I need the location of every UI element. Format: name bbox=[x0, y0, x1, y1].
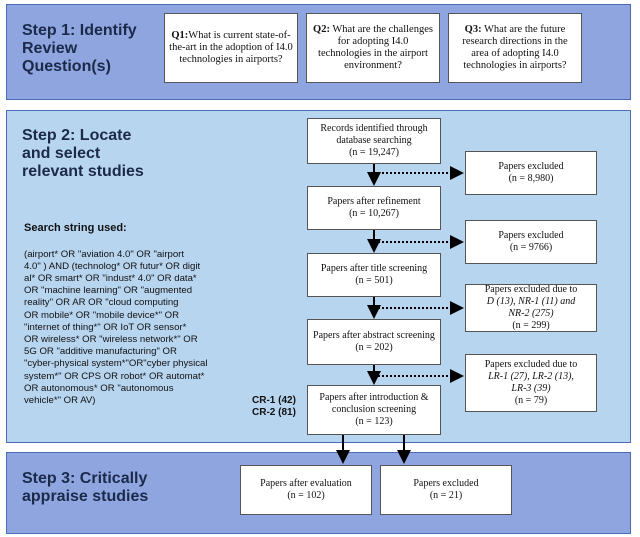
question-3-box: Q3: What are the future research directi… bbox=[448, 13, 582, 83]
question-1-text: What is current state-of-the-art in the … bbox=[169, 30, 293, 65]
excluded-2-n: (n = 9766) bbox=[509, 242, 553, 253]
question-1-label: Q1: bbox=[171, 30, 189, 41]
question-2-text: What are the challenges for adopting I4.… bbox=[318, 24, 433, 71]
flow-title-text: Papers after title screening bbox=[320, 263, 428, 274]
flow-intro-n: (n = 123) bbox=[355, 416, 393, 427]
excluded-4-detail2: LR-3 (39) bbox=[511, 383, 551, 394]
question-2-label: Q2: bbox=[313, 24, 330, 35]
search-string-block: Search string used: (airport* OR "aviati… bbox=[24, 210, 266, 419]
cr-1-label: CR-1 (42) bbox=[252, 395, 296, 406]
step3-evaluation-text: Papers after evaluation bbox=[260, 478, 352, 489]
step3-excluded-box: Papers excluded (n = 21) bbox=[380, 465, 512, 515]
cr-2-label: CR-2 (81) bbox=[252, 407, 296, 418]
excluded-3-detail2: NR-2 (275) bbox=[508, 308, 554, 319]
excluded-4-text: Papers excluded due to bbox=[484, 359, 578, 370]
flow-intro-text: Papers after introduction & conclusion s… bbox=[319, 392, 429, 415]
step3-evaluation-n: (n = 102) bbox=[287, 490, 325, 501]
excluded-3-n: (n = 299) bbox=[512, 320, 550, 331]
step2-title: Step 2: Locate and select relevant studi… bbox=[22, 127, 144, 180]
flow-records-text: Records identified through database sear… bbox=[320, 123, 428, 146]
excluded-box-1: Papers excluded (n = 8,980) bbox=[465, 151, 597, 195]
flow-abstract-n: (n = 202) bbox=[355, 342, 393, 353]
step1-title: Step 1: Identify Review Question(s) bbox=[22, 22, 137, 75]
step3-excluded-text: Papers excluded bbox=[413, 478, 479, 489]
excluded-2-text: Papers excluded bbox=[498, 230, 564, 241]
question-3-text: What are the future research directions … bbox=[462, 24, 568, 71]
flow-abstract-text: Papers after abstract screening bbox=[313, 330, 435, 341]
step3-title: Step 3: Critically appraise studies bbox=[22, 470, 149, 505]
flow-refinement-n: (n = 10,267) bbox=[349, 208, 399, 219]
excluded-3-detail1: D (13), NR-1 (11) and bbox=[486, 296, 576, 307]
excluded-box-3: Papers excluded due to D (13), NR-1 (11)… bbox=[465, 284, 597, 332]
excluded-4-n: (n = 79) bbox=[514, 395, 548, 406]
excluded-box-2: Papers excluded (n = 9766) bbox=[465, 220, 597, 264]
search-string-text: (airport* OR "aviation 4.0" OR "airport … bbox=[24, 248, 208, 407]
flow-refinement-text: Papers after refinement bbox=[327, 196, 421, 207]
excluded-box-4: Papers excluded due to LR-1 (27), LR-2 (… bbox=[465, 354, 597, 412]
excluded-1-n: (n = 8,980) bbox=[508, 173, 554, 184]
question-2-box: Q2: What are the challenges for adopting… bbox=[306, 13, 440, 83]
question-3-label: Q3: bbox=[464, 24, 482, 35]
excluded-3-text: Papers excluded due to bbox=[484, 284, 578, 295]
excluded-4-detail1: LR-1 (27), LR-2 (13), bbox=[488, 371, 574, 382]
flow-box-records: Records identified through database sear… bbox=[307, 118, 441, 164]
step3-excluded-n: (n = 21) bbox=[429, 490, 463, 501]
flow-box-title-screening: Papers after title screening (n = 501) bbox=[307, 253, 441, 297]
flow-box-abstract-screening: Papers after abstract screening (n = 202… bbox=[307, 319, 441, 365]
question-1-box: Q1:What is current state-of-the-art in t… bbox=[164, 13, 298, 83]
flow-box-refinement: Papers after refinement (n = 10,267) bbox=[307, 186, 441, 230]
flow-title-n: (n = 501) bbox=[355, 275, 393, 286]
flow-box-introduction-screening: Papers after introduction & conclusion s… bbox=[307, 385, 441, 435]
search-string-title: Search string used: bbox=[24, 222, 127, 235]
flow-records-n: (n = 19,247) bbox=[349, 147, 399, 158]
step3-evaluation-box: Papers after evaluation (n = 102) bbox=[240, 465, 372, 515]
excluded-1-text: Papers excluded bbox=[498, 161, 564, 172]
